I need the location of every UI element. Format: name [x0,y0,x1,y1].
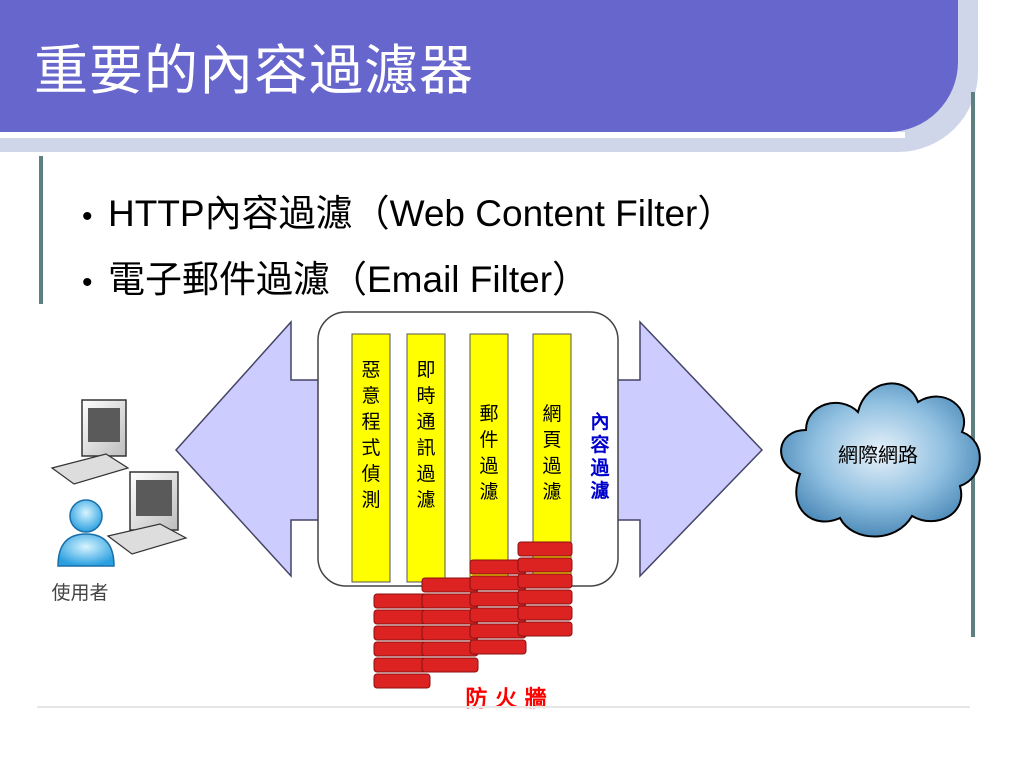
left-rule [39,156,43,304]
filter-label: 網頁過濾 [542,403,561,503]
internet-cloud: 網際網路 [780,382,981,538]
content-filter-diagram: 惡意程式偵測 即時通訊過濾 郵件過濾 網頁過濾 內容過濾 [50,311,981,712]
filter-column-im [406,333,446,583]
title-underline [0,132,905,138]
filter-columns [351,333,572,583]
bullet-dot: • [82,266,93,299]
title-bar: 重要的內容過濾器 [0,0,958,132]
right-rule [971,92,975,637]
bottom-rule [37,706,970,708]
firewall: 防 火 牆 [373,541,573,712]
filter-label: 郵件過濾 [479,403,498,503]
bullet-item: • HTTP內容過濾（Web Content Filter） [82,192,734,258]
cloud-icon [780,382,981,538]
content-filter-text: 內容過濾 [590,411,610,502]
user-label: 使用者 [51,582,108,604]
filter-column-web [532,333,572,583]
firewall-label: 防 火 牆 [465,687,546,712]
bullet-dot: • [82,200,93,233]
filter-column-mail [469,333,509,583]
bullet-item: • 電子郵件過濾（Email Filter） [82,258,734,324]
slide-title: 重要的內容過濾器 [34,39,474,102]
filter-column-malware [351,333,391,583]
internet-label: 網際網路 [838,443,918,467]
computer-icon [50,399,130,485]
user-computers: 使用者 [50,399,188,604]
content-filter-label: 內容過濾 [590,411,610,502]
user-icon [57,499,115,567]
bullet-text: HTTP內容過濾（Web Content Filter） [108,193,735,234]
filter-label: 惡意程式偵測 [361,359,380,511]
filter-labels: 惡意程式偵測 即時通訊過濾 郵件過濾 網頁過濾 [361,359,561,511]
firewall-bricks [373,541,573,689]
computer-icon [106,471,188,555]
bullet-list: • HTTP內容過濾（Web Content Filter） • 電子郵件過濾（Em… [82,192,734,324]
filter-label: 即時通訊過濾 [416,359,435,511]
bullet-text: 電子郵件過濾（Email Filter） [108,259,590,300]
